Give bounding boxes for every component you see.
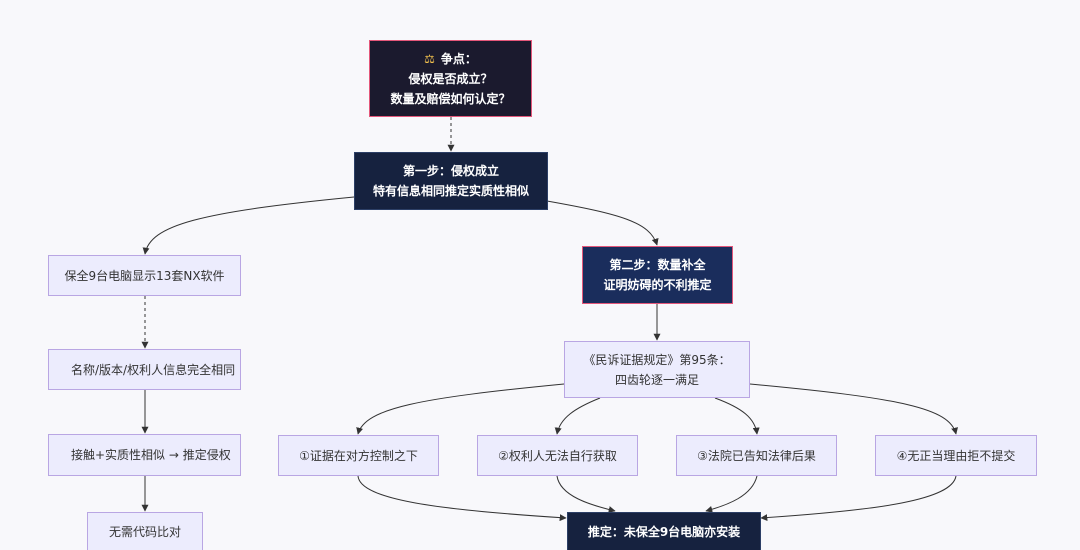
edge-rule-c3: [714, 397, 760, 435]
conclusion-text: 推定：未保全9台电脑亦安装: [587, 525, 741, 539]
left-node-2-text: 名称/版本/权利人信息完全相同: [71, 363, 236, 377]
edge-c3-conclusion: [705, 475, 758, 513]
dispute-title: 争点：: [440, 51, 477, 66]
condition-node-4: ④无正当理由拒不提交: [875, 435, 1037, 476]
dispute-question-1: 侵权是否成立？: [408, 71, 493, 86]
step2-title: 第二步：数量补全: [609, 258, 706, 272]
dispute-question-2: 数量及赔偿如何认定？: [390, 91, 511, 106]
left-node-1: 保全9台电脑显示13套NX软件: [48, 255, 241, 296]
edge-c1-conclusion: [357, 475, 567, 522]
edge-rule-c1: [356, 383, 565, 435]
step1-subtitle: 特有信息相同推定实质性相似: [372, 184, 529, 198]
edge-step1-step2: [546, 200, 659, 246]
edge-c4-conclusion: [760, 475, 957, 522]
edge-rule-c2: [554, 397, 601, 435]
left-node-1-text: 保全9台电脑显示13套NX软件: [64, 268, 225, 283]
condition-3-text: ③法院已告知法律后果: [697, 448, 816, 463]
condition-2-text: ②权利人无法自行获取: [498, 448, 617, 463]
rule-subtitle: 四齿轮逐一满足: [614, 372, 699, 387]
rule-title: 《民诉证据规定》第95条：: [583, 352, 731, 367]
dispute-title-row: ⚖ 争点：: [424, 49, 477, 69]
rule-node: 《民诉证据规定》第95条： 四齿轮逐一满足: [564, 341, 750, 398]
condition-node-1: ①证据在对方控制之下: [278, 435, 439, 476]
edge-rule-c4: [749, 383, 958, 435]
dispute-node: ⚖ 争点： 侵权是否成立？ 数量及赔偿如何认定？: [369, 40, 532, 117]
conclusion-node: 推定：未保全9台电脑亦安装: [567, 512, 761, 550]
condition-1-text: ①证据在对方控制之下: [299, 448, 418, 463]
left-node-2: 名称/版本/权利人信息完全相同: [48, 349, 241, 390]
scales-icon: ⚖: [424, 51, 435, 66]
left-node-4: 无需代码比对: [87, 512, 203, 550]
step1-title: 第一步：侵权成立: [402, 164, 499, 178]
condition-4-text: ④无正当理由拒不提交: [896, 448, 1016, 463]
step1-node: 第一步：侵权成立 特有信息相同推定实质性相似: [354, 152, 548, 210]
step2-node: 第二步：数量补全 证明妨碍的不利推定: [582, 246, 733, 304]
edge-step1-left1: [142, 196, 355, 255]
left-node-3: 接触+实质性相似 → 推定侵权: [48, 434, 241, 476]
condition-node-2: ②权利人无法自行获取: [477, 435, 638, 476]
condition-node-3: ③法院已告知法律后果: [676, 435, 837, 476]
step2-subtitle: 证明妨碍的不利推定: [603, 278, 712, 292]
left-node-3-text: 接触+实质性相似 → 推定侵权: [71, 448, 231, 462]
left-node-4-text: 无需代码比对: [108, 525, 181, 539]
edge-c2-conclusion: [556, 475, 616, 513]
